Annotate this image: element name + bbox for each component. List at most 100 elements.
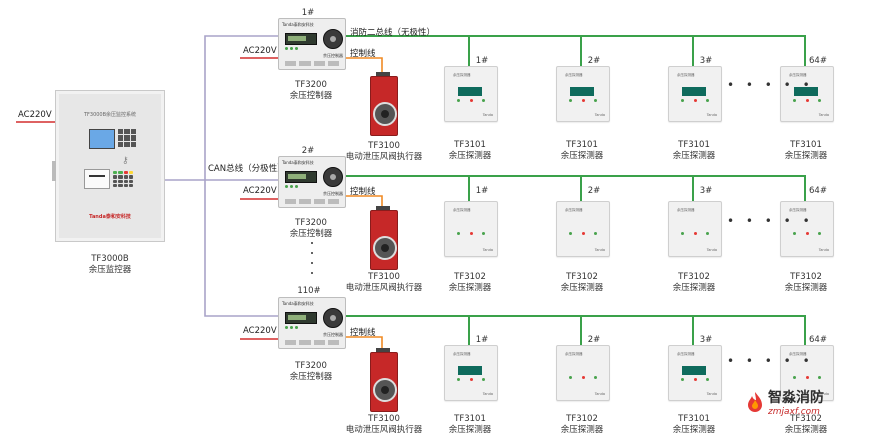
key-icon: ⚷: [122, 156, 129, 166]
cabinet-handle: [52, 161, 56, 181]
detector-top-text: 余压探测器: [453, 208, 471, 212]
controller-2-status: 余压控制器: [323, 191, 343, 196]
detector-top-text: 余压探测器: [677, 208, 695, 212]
controller-3: Tanda泰和安科技 余压控制器: [278, 297, 346, 349]
row-1-ellipsis: • • • • •: [727, 78, 814, 92]
controller-2-header: Tanda泰和安科技: [282, 160, 314, 165]
detector-number: 1#: [475, 335, 489, 345]
cabinet-screen: [89, 129, 115, 149]
detector-top-text: 余压探测器: [565, 352, 583, 356]
actuator-3: [366, 348, 400, 412]
detector-brand: Tanda: [594, 113, 605, 117]
detector-leds: [681, 99, 709, 102]
detector-top-text: 余压探测器: [789, 73, 807, 77]
power-label-ctrl-1: AC220V: [243, 46, 277, 56]
detector-brand: Tanda: [482, 392, 493, 396]
power-label-ctrl-3: AC220V: [243, 326, 277, 336]
controller-3-status: 余压控制器: [323, 332, 343, 337]
detector-leds: [457, 99, 485, 102]
detector-brand: Tanda: [706, 248, 717, 252]
fire-bus-label: 消防二总线（无极性）: [350, 28, 436, 38]
detector-number: 2#: [587, 335, 601, 345]
controller-3-screen: [285, 312, 317, 324]
controller-1-screen: [285, 33, 317, 45]
detector-top-text: 余压探测器: [677, 352, 695, 356]
detector-device: 余压探测器 Tanda: [668, 66, 722, 122]
detector-brand: Tanda: [594, 392, 605, 396]
power-label-ctrl-2: AC220V: [243, 186, 277, 196]
detector-top-text: 余压探测器: [677, 73, 695, 77]
controller-3-header: Tanda泰和安科技: [282, 301, 314, 306]
detector-top-text: 余压探测器: [453, 352, 471, 356]
detector-top-text: 余压探测器: [789, 208, 807, 212]
controller-1-dial-icon: [323, 29, 343, 49]
actuator-1-knob-icon: [373, 102, 397, 126]
controller-2-dial-icon: [323, 167, 343, 187]
logo-url: zmjaxf.com: [768, 407, 820, 417]
can-bus-wire: [163, 35, 278, 317]
detector-device: 余压探测器 Tanda: [668, 201, 722, 257]
detector-number: 3#: [699, 186, 713, 196]
detector-number: 3#: [699, 56, 713, 66]
detector-leds: [793, 376, 821, 379]
detector-brand: Tanda: [706, 113, 717, 117]
controller-3-number: 110#: [297, 286, 321, 296]
detector-leds: [569, 99, 597, 102]
detector-brand: Tanda: [818, 248, 829, 252]
detector-screen: [458, 366, 482, 375]
detector-number: 2#: [587, 186, 601, 196]
control-line-label-2: 控制线: [350, 187, 376, 197]
detector-leds: [457, 378, 485, 381]
actuator-3-knob-icon: [373, 378, 397, 402]
detector-brand: Tanda: [482, 248, 493, 252]
detector-device: 余压探测器 Tanda: [444, 345, 498, 401]
detector-screen: [570, 87, 594, 96]
logo-title: 智淼消防: [768, 390, 824, 406]
flame-logo-icon: [748, 392, 762, 412]
fire-bus-wires: [344, 35, 806, 345]
detector-device: 余压探测器 Tanda: [556, 66, 610, 122]
detector-leds: [569, 232, 597, 235]
detector-number: 64#: [809, 335, 827, 345]
detector-screen: [682, 366, 706, 375]
detector-leds: [569, 376, 597, 379]
controller-1-header: Tanda泰和安科技: [282, 22, 314, 27]
detector-number: 3#: [699, 335, 713, 345]
controller-2: Tanda泰和安科技 余压控制器: [278, 156, 346, 208]
detector-number: 64#: [809, 186, 827, 196]
controller-2-screen: [285, 171, 317, 183]
detector-screen: [458, 87, 482, 96]
detector-brand: Tanda: [818, 392, 829, 396]
controller-3-dial-icon: [323, 308, 343, 328]
detector-device: 余压探测器 Tanda: [780, 201, 834, 257]
detector-device: 余压探测器 Tanda: [668, 345, 722, 401]
detector-screen: [682, 87, 706, 96]
detector-brand: Tanda: [706, 392, 717, 396]
power-wires: [16, 57, 278, 340]
detector-device: 余压探测器 Tanda: [444, 201, 498, 257]
detector-brand: Tanda: [594, 248, 605, 252]
actuator-2-knob-icon: [373, 236, 397, 260]
detector-top-text: 余压探测器: [565, 73, 583, 77]
brand-logo: 智淼消防 zmjaxf.com: [744, 387, 864, 427]
actuator-1: [366, 72, 400, 136]
monitor-label: TF3000B 余压监控器: [88, 254, 132, 275]
